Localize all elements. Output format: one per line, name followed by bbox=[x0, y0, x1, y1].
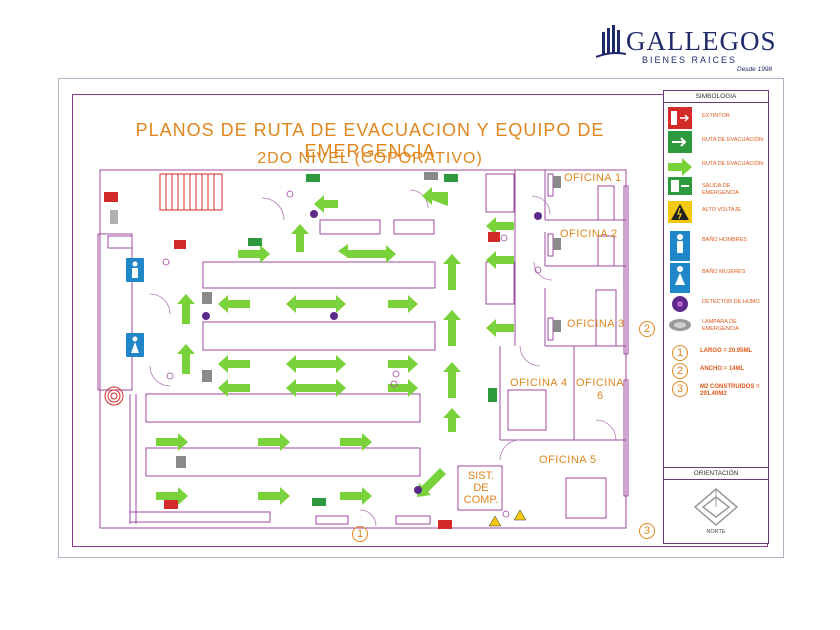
legend-label: ALTO VOLTAJE bbox=[702, 207, 742, 213]
legend-item-bano-mujeres: BAÑO MUJERES bbox=[668, 263, 766, 293]
legend-header: SIMBOLOGIA bbox=[664, 91, 768, 103]
dimension-text: M2 CONSTRUIDOS = 291.40M2 bbox=[700, 384, 760, 397]
brand-logo: GALLEGOS BIENES RAICES Desde 1998 bbox=[596, 22, 786, 74]
dimension-number: 1 bbox=[672, 345, 688, 361]
legend-label: DETECTOR DE HUMO bbox=[702, 299, 760, 305]
high-voltage-icon bbox=[668, 201, 692, 223]
sist-line-1: SIST. bbox=[467, 470, 495, 482]
legend-label: BAÑO MUJERES bbox=[702, 269, 746, 275]
legend-dimension-3: 3 M2 CONSTRUIDOS = 291.40M2 bbox=[668, 381, 768, 399]
emergency-exit-sign-icon bbox=[668, 177, 692, 195]
dimension-mark-1: 1 bbox=[352, 526, 368, 542]
exit-sign-icon bbox=[312, 498, 326, 506]
legend-item-alto-voltaje: ALTO VOLTAJE bbox=[668, 201, 766, 227]
room-label-oficina-3: OFICINA 3 bbox=[567, 318, 625, 330]
extinguisher-sign-icon bbox=[438, 520, 452, 529]
room-label-oficina-5: OFICINA 5 bbox=[539, 454, 597, 466]
legend-label: RUTA DE EVACUACIÓN bbox=[702, 137, 763, 143]
extinguisher-sign-icon bbox=[174, 240, 186, 249]
exit-signs bbox=[248, 174, 497, 506]
legend-item-ruta-arrow: RUTA DE EVACUACIÓN bbox=[668, 155, 766, 181]
dimension-number: 3 bbox=[672, 381, 688, 397]
evacuation-arrows bbox=[156, 187, 514, 505]
door-swings bbox=[149, 189, 617, 527]
plan-title: PLANOS DE RUTA DE EVACUACION Y EQUIPO DE… bbox=[135, 120, 605, 161]
room-label-oficina-4: OFICINA 4 bbox=[510, 377, 568, 389]
sist-line-3: COMP. bbox=[463, 494, 499, 506]
north-label: NORTE bbox=[706, 529, 726, 535]
emergency-lamps bbox=[176, 172, 561, 468]
north-compass-icon bbox=[693, 488, 739, 526]
spiral-stair-icon bbox=[104, 386, 124, 406]
emergency-lamp-icon bbox=[669, 319, 691, 331]
legend-label: EXTINTOR bbox=[702, 113, 730, 119]
room-label-oficina-6: OFICINA bbox=[576, 377, 625, 389]
dimension-mark-2: 2 bbox=[639, 321, 655, 337]
brand-since: Desde 1998 bbox=[737, 66, 773, 73]
legend-item-bano-hombres: BAÑO HOMBRES bbox=[668, 231, 766, 261]
exit-sign-icon bbox=[248, 238, 262, 246]
brand-subtitle: BIENES RAICES bbox=[642, 55, 738, 65]
legend-label: SALIDA DE EMERGENCIA bbox=[702, 183, 739, 196]
extinguisher-sign-icon bbox=[668, 107, 692, 129]
restrooms bbox=[107, 235, 144, 357]
room-label-oficina-2: OFICINA 2 bbox=[560, 228, 618, 240]
exit-sign-icon bbox=[444, 174, 458, 182]
dimension-text: ANCHO = 14ML bbox=[700, 366, 745, 372]
stairs bbox=[159, 173, 223, 211]
extinguisher-signs bbox=[104, 192, 500, 529]
room-label-sist-comp: SIST. DE COMP. bbox=[462, 470, 500, 506]
legend-item-salida: SALIDA DE EMERGENCIA bbox=[668, 177, 766, 203]
smoke-detectors bbox=[202, 210, 542, 494]
orientation-header: ORIENTACIÓN bbox=[664, 467, 768, 480]
legend-item-extintor: EXTINTOR bbox=[668, 107, 766, 133]
men-restroom-icon bbox=[670, 231, 690, 261]
plan-subtitle: 2DO NIVEL (COPORATIVO) bbox=[257, 150, 483, 167]
women-restroom-icon bbox=[670, 263, 690, 293]
room-label-oficina-6-number: 6 bbox=[597, 390, 604, 402]
exit-sign-icon bbox=[488, 388, 497, 402]
dimension-mark-3: 3 bbox=[639, 523, 655, 539]
evacuation-route-sign-icon bbox=[668, 131, 692, 153]
legend-dimension-1: 1 LARGO = 20.95ML bbox=[668, 345, 768, 363]
dimension-text: LARGO = 20.95ML bbox=[700, 348, 753, 354]
high-voltage-signs bbox=[488, 509, 527, 527]
sist-line-2: DE bbox=[473, 482, 489, 494]
extinguisher-sign-icon bbox=[488, 232, 500, 242]
green-arrow-icon bbox=[668, 158, 692, 176]
legend-panel: SIMBOLOGIA EXTINTOR RUTA DE EVACUACIÓN R… bbox=[663, 90, 769, 544]
legend-item-lampara: LAMPARA DE EMERGENCIA bbox=[668, 313, 766, 339]
legend-item-detector: DETECTOR DE HUMO bbox=[668, 293, 766, 319]
building-logo-icon bbox=[596, 25, 626, 58]
extinguisher-sign-icon bbox=[164, 500, 178, 509]
exit-sign-icon bbox=[306, 174, 320, 182]
brand-name: GALLEGOS bbox=[626, 26, 777, 56]
legend-item-ruta-sign: RUTA DE EVACUACIÓN bbox=[668, 131, 766, 157]
walls bbox=[97, 169, 629, 529]
small-circles bbox=[162, 190, 542, 518]
extinguisher-sign-icon bbox=[104, 192, 118, 202]
room-label-oficina-1: OFICINA 1 bbox=[564, 172, 622, 184]
legend-label: RUTA DE EVACUACIÓN bbox=[702, 161, 763, 167]
legend-label: BAÑO HOMBRES bbox=[702, 237, 747, 243]
legend-label: LAMPARA DE EMERGENCIA bbox=[702, 319, 739, 332]
dimension-number: 2 bbox=[672, 363, 688, 379]
smoke-detector-icon bbox=[672, 296, 688, 312]
legend-dimension-2: 2 ANCHO = 14ML bbox=[668, 363, 768, 381]
